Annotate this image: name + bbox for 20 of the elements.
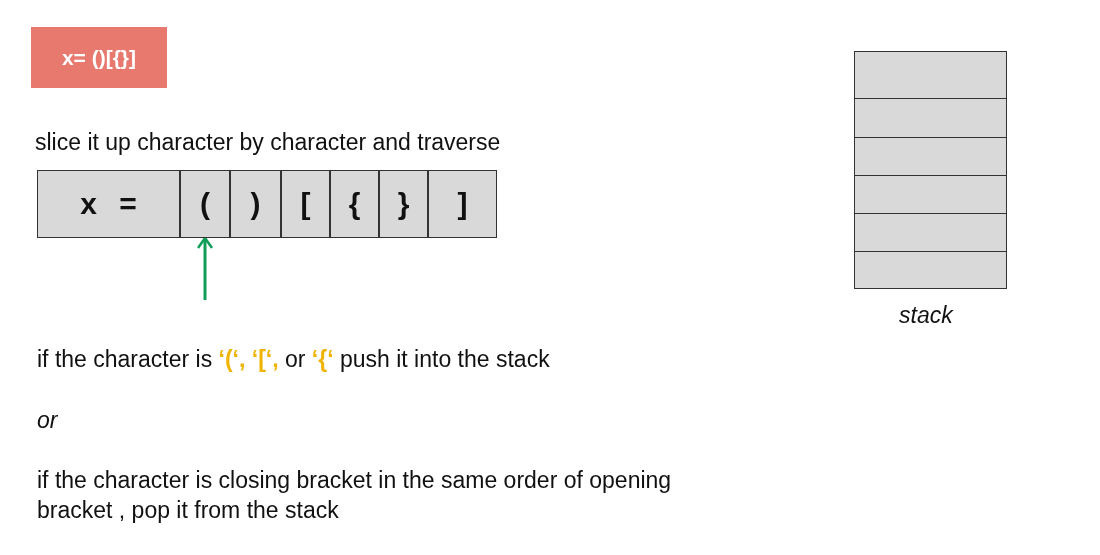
- character-cell: ]: [428, 170, 497, 238]
- title-box: x= ()[{}]: [31, 27, 167, 88]
- note-text: or: [37, 406, 59, 435]
- note-text: if the character is closing bracket in the same order of opening bracket , pop it from the stack: [37, 466, 673, 525]
- note-text: if the character is ‘(‘, ‘[‘, or ‘{‘ push it into the stack: [37, 345, 551, 374]
- character-cell: ): [230, 170, 281, 238]
- stack-slot: [854, 98, 1007, 138]
- stack-slot: [854, 251, 1007, 289]
- character-cell: [: [281, 170, 330, 238]
- stack-slot: [854, 137, 1007, 176]
- character-cell: (: [180, 170, 230, 238]
- stack-slot: [854, 213, 1007, 252]
- stack-slot: [854, 175, 1007, 214]
- stack-slot: [854, 51, 1007, 99]
- note-text: stack: [899, 301, 955, 330]
- arrow: [196, 236, 214, 300]
- note-text: slice it up character by character and traverse: [35, 128, 502, 157]
- character-cell: x =: [37, 170, 180, 238]
- character-cell: {: [330, 170, 379, 238]
- character-cell: }: [379, 170, 428, 238]
